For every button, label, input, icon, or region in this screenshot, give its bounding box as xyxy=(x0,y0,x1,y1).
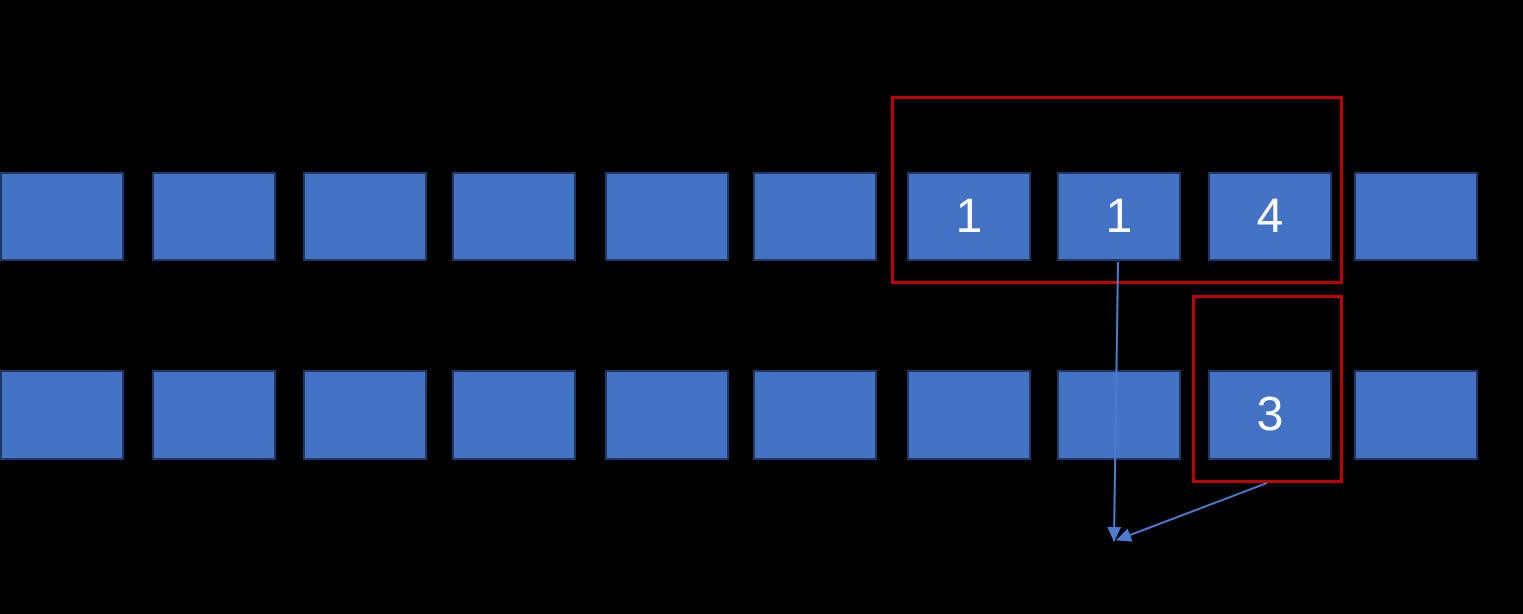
array-cell-top-1 xyxy=(0,172,124,261)
array-cell-bottom-9: 3 xyxy=(1208,370,1332,460)
array-cell-bottom-1 xyxy=(0,370,124,460)
array-cell-bottom-4 xyxy=(452,370,576,460)
cell-value: 1 xyxy=(955,189,983,243)
array-cell-bottom-3 xyxy=(303,370,427,460)
cell-value: 3 xyxy=(1256,388,1284,441)
array-cell-top-2 xyxy=(152,172,276,261)
array-cell-bottom-7 xyxy=(907,370,1031,460)
highlight-box-top-group-cells-7-9 xyxy=(891,96,1343,284)
array-cell-bottom-6 xyxy=(753,370,877,460)
array-cell-top-3 xyxy=(303,172,427,261)
array-cell-top-10 xyxy=(1354,172,1478,261)
array-cell-top-5 xyxy=(605,172,729,261)
array-cell-top-7: 1 xyxy=(907,172,1031,261)
array-cell-top-6 xyxy=(753,172,877,261)
array-cell-bottom-2 xyxy=(152,370,276,460)
cell-value: 4 xyxy=(1256,189,1284,243)
array-cell-top-8: 1 xyxy=(1057,172,1181,261)
array-cell-bottom-8 xyxy=(1057,370,1181,460)
cell-value: 1 xyxy=(1105,189,1133,243)
array-cell-bottom-5 xyxy=(605,370,729,460)
highlight-box-bottom-cell-9 xyxy=(1192,295,1343,483)
array-cell-top-9: 4 xyxy=(1208,172,1332,261)
arrow-bottom-highlight-to-point xyxy=(1116,482,1268,542)
array-cell-top-4 xyxy=(452,172,576,261)
array-cell-bottom-10 xyxy=(1354,370,1478,460)
